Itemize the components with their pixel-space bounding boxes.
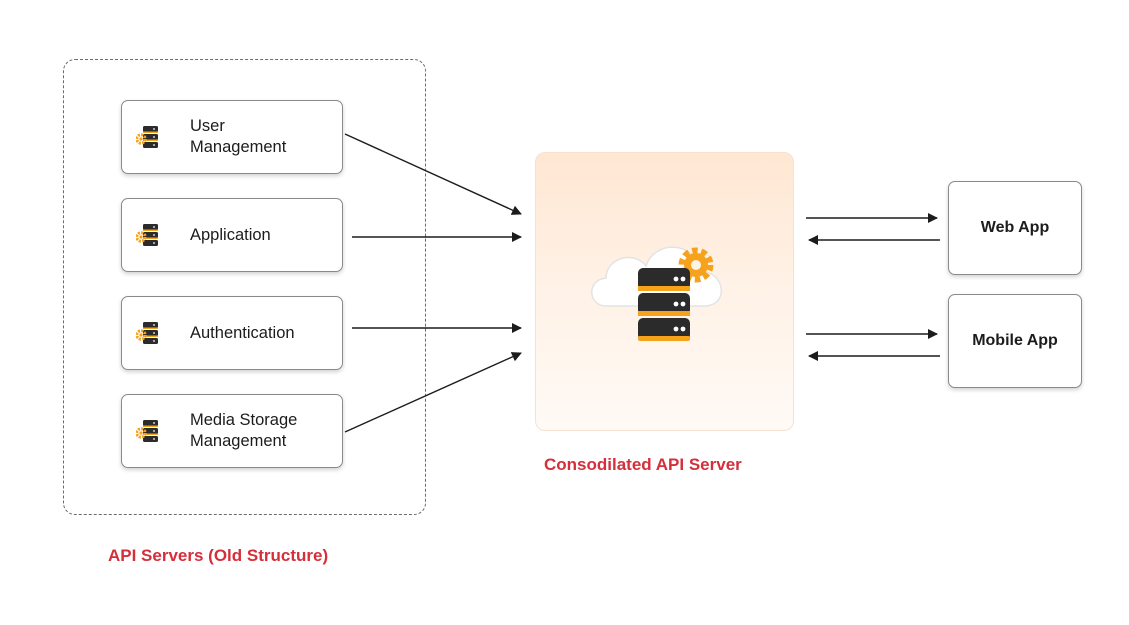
server-label: User Management [190,117,287,156]
arrow-media-storage-to-server [344,352,522,433]
server-label: Authentication [190,323,295,342]
server-stack-icon [638,268,690,341]
server-label: Media Storage Management [190,411,298,450]
server-card-application: Application [121,198,343,272]
client-card-mobile-app: Mobile App [948,294,1082,388]
old-structure-group [63,59,426,515]
server-label: Application [190,225,271,244]
old-structure-caption: API Servers (Old Structure) [108,546,329,565]
cloud-server-gear-icon [591,246,722,341]
arrow-user-management-to-server [344,133,522,215]
server-gear-icon [136,322,158,344]
server-card-authentication: Authentication [121,296,343,370]
client-label: Mobile App [972,332,1058,349]
server-gear-icon [136,224,158,246]
client-label: Web App [980,219,1050,236]
server-gear-icon [136,420,158,442]
consolidated-caption: Consodilated API Server [544,455,742,474]
gear-icon [678,247,714,283]
server-gear-icon [136,126,158,148]
server-card-user-management: User Management [121,100,343,174]
client-card-web-app: Web App [948,181,1082,275]
server-card-media-storage: Media Storage Management [121,394,343,468]
